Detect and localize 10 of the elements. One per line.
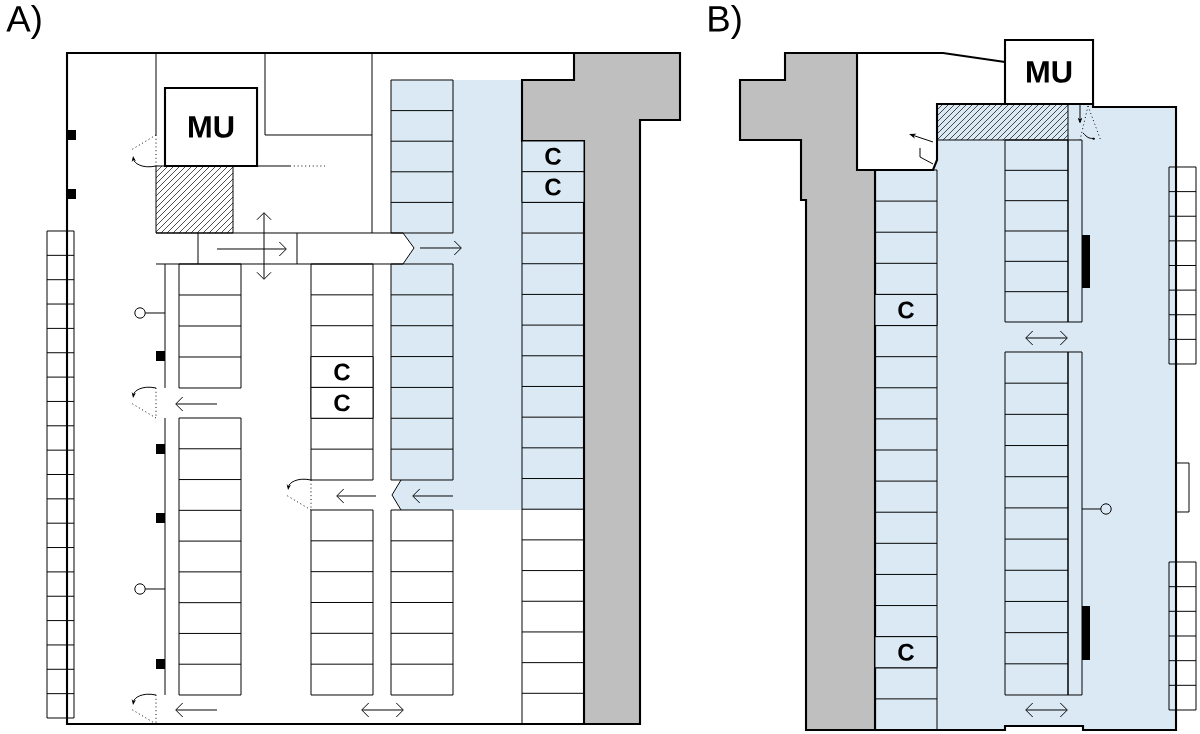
stall-cell: C — [521, 140, 585, 173]
mu-box: MU — [1003, 38, 1095, 106]
stall-cell: C — [310, 356, 374, 388]
stall-cell: C — [874, 293, 938, 327]
stall-cell: C — [310, 386, 374, 419]
stall-cell: C — [874, 636, 938, 669]
panel-label: A) — [6, 4, 41, 39]
stall-cell: C — [521, 171, 585, 203]
mu-box: MU — [163, 86, 259, 168]
panel-label: B) — [709, 4, 741, 39]
